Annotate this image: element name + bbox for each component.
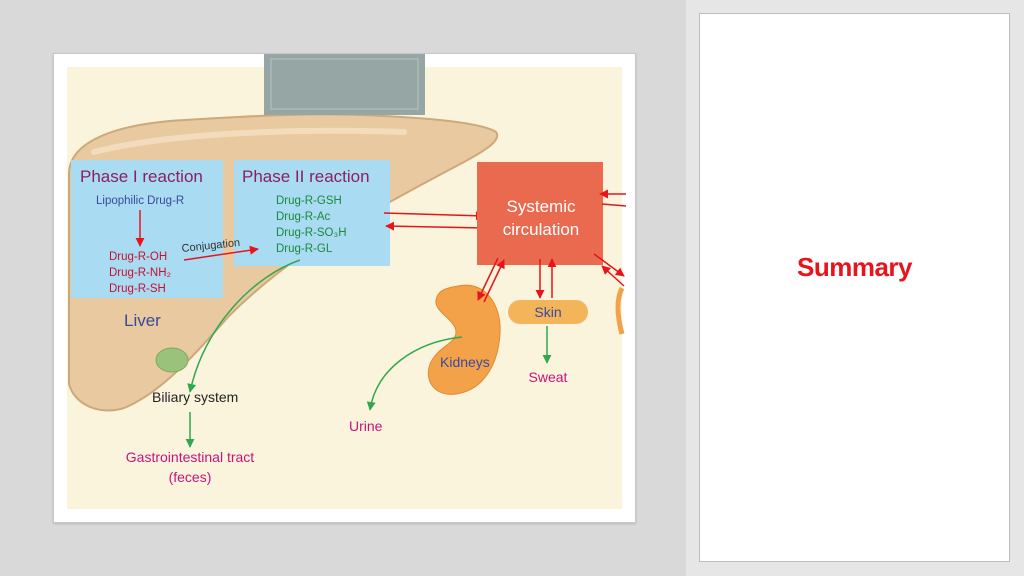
skin-shape <box>508 300 588 324</box>
phase-1-product: Drug-R-SH <box>109 283 166 295</box>
liver-label: Liver <box>124 311 161 330</box>
phase-1-box <box>71 160 223 298</box>
notes-card: Summary <box>699 13 1010 562</box>
systemic-label: circulation <box>503 220 580 239</box>
gallbladder-shape <box>155 347 189 373</box>
kidney-to-urine-arrow <box>366 336 463 411</box>
systemic-label: Systemic <box>507 197 576 216</box>
header-placeholder-inner <box>270 58 419 110</box>
gi-tract-label: Gastrointestinal tract <box>126 449 254 465</box>
phase-2-product: Drug-R-GSH <box>276 195 342 207</box>
phase-2-product: Drug-R-SO₃H <box>276 227 347 239</box>
phase-2-title: Phase II reaction <box>242 167 370 186</box>
phase-1-title: Phase I reaction <box>80 167 203 186</box>
figure-card: Phase I reaction Lipophilic Drug-R Drug-… <box>53 53 636 523</box>
drug-metabolism-diagram: Phase I reaction Lipophilic Drug-R Drug-… <box>67 54 627 509</box>
offscreen-organ-edge <box>615 286 625 335</box>
phase2-to-biliary-arrow <box>187 259 301 393</box>
kidney-shape <box>427 284 501 395</box>
sweat-label: Sweat <box>529 369 568 385</box>
header-placeholder <box>264 54 425 115</box>
systemic-to-kidney-arrow <box>477 257 499 301</box>
liver-highlight <box>91 127 407 155</box>
phase-2-box <box>234 160 390 266</box>
kidneys-label: Kidneys <box>440 354 490 370</box>
kidney-to-systemic-arrow <box>483 259 505 303</box>
phase-2-product: Drug-R-GL <box>276 243 333 255</box>
phase-2-product: Drug-R-Ac <box>276 211 331 223</box>
skin-label: Skin <box>534 304 561 320</box>
phase-1-substrate: Lipophilic Drug-R <box>96 195 184 207</box>
offscreen-diagonal-arrow <box>593 253 625 277</box>
phase-1-product: Drug-R-OH <box>109 251 167 263</box>
offscreen-diagonal-arrow <box>601 265 625 287</box>
conjugation-arrow <box>183 245 259 261</box>
slide-canvas: Phase I reaction Lipophilic Drug-R Drug-… <box>53 53 636 523</box>
offscreen-arrow-out <box>601 203 627 207</box>
phase-1-product: Drug-R-NH₂ <box>109 267 171 279</box>
summary-title: Summary <box>797 252 913 282</box>
systemic-circulation-box <box>477 162 603 265</box>
urine-label: Urine <box>349 418 383 434</box>
gi-tract-label: (feces) <box>169 469 212 485</box>
biliary-label: Biliary system <box>152 389 238 405</box>
phase2-to-systemic-arrow <box>383 211 485 221</box>
systemic-to-phase2-arrow <box>385 221 485 231</box>
